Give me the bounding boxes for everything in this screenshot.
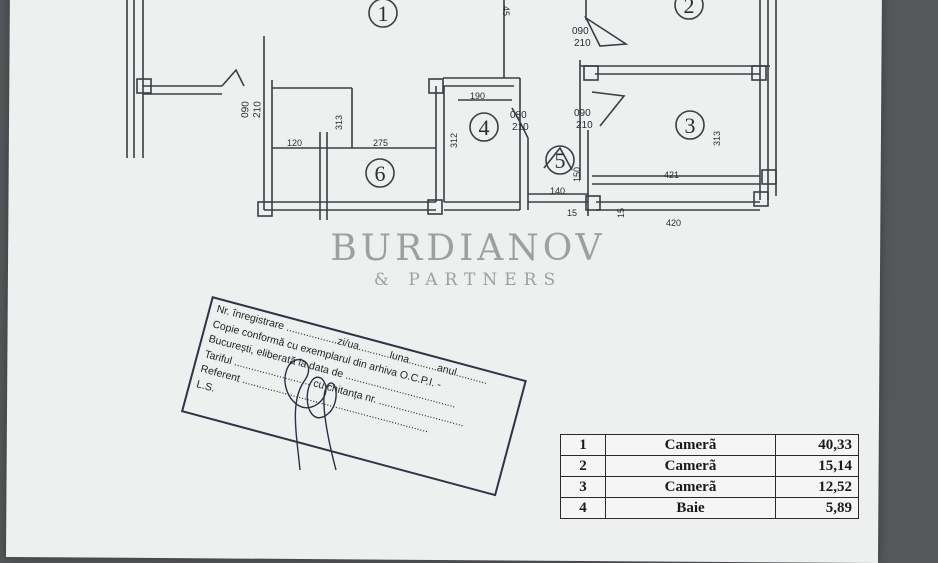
pillar: [136, 78, 152, 94]
dimension-label: 421: [664, 170, 679, 180]
table-row: 1 Camerã 40,33: [560, 434, 859, 456]
room-name-cell: Baie: [605, 497, 776, 519]
door-swing: [583, 15, 629, 47]
room-number: 1: [378, 1, 389, 26]
room-area-cell: 12,52: [775, 476, 859, 498]
dimension-label: 45: [501, 6, 511, 16]
pillar: [585, 195, 601, 211]
door-swing: [511, 107, 529, 139]
watermark-subtitle: & PARTNERS: [373, 270, 563, 290]
room-marker: [674, 0, 704, 20]
pillar: [751, 65, 767, 81]
dimension-label: 190: [470, 91, 485, 101]
room-area-cell: 15,14: [775, 455, 859, 477]
room-marker: [545, 145, 575, 175]
room-number: 5: [555, 148, 566, 173]
room-number: 4: [479, 115, 490, 140]
room-marker: [675, 110, 705, 140]
watermark-name: BURDIANOV: [330, 228, 606, 269]
room-number-cell: 4: [560, 497, 606, 519]
room-name-cell: Camerã: [605, 455, 776, 477]
door-width-label: 090: [574, 108, 591, 119]
dimension-label: 15: [616, 208, 626, 218]
pillar: [257, 201, 273, 217]
room-number: 6: [375, 161, 386, 186]
dimension-label: 312: [449, 133, 459, 148]
dimension-label: 313: [712, 131, 722, 146]
room-name-cell: Camerã: [605, 434, 776, 456]
table-row: 4 Baie 5,89: [560, 497, 859, 519]
pillar: [761, 169, 777, 185]
room-marker: [469, 112, 499, 142]
pillar: [427, 199, 443, 215]
dimension-label: 120: [287, 138, 302, 148]
door-height-label: 210: [574, 38, 591, 49]
room-marker: [365, 158, 395, 188]
dimension-label: 420: [666, 218, 681, 228]
room-number: 2: [684, 0, 695, 18]
room-area-cell: 5,89: [775, 497, 859, 519]
room-area-cell: 40,33: [775, 434, 859, 456]
dimension-label: 15: [567, 208, 577, 218]
dimension-label: 275: [373, 138, 388, 148]
table-row: 3 Camerã 12,52: [560, 476, 859, 498]
door-width-label: 080: [510, 110, 527, 121]
door-swing: [221, 68, 245, 87]
door-swing: [543, 146, 573, 171]
dimension-label: 150: [572, 167, 582, 182]
door-height-label: 210: [512, 122, 529, 133]
room-number: 3: [685, 113, 696, 138]
pillar: [753, 191, 769, 207]
door-width-label: 090: [240, 101, 252, 118]
door-height-label: 210: [252, 101, 264, 118]
floor-plan: 1 2 3 4 5 6 120 275 313 312 190 140 150 …: [126, 0, 777, 471]
table-row: 2 Camerã 15,14: [560, 455, 859, 477]
dimension-label: 140: [550, 186, 565, 196]
room-area-table: 1 Camerã 40,33 2 Camerã 15,14 3 Camerã 1…: [560, 434, 859, 519]
door-width-label: 090: [572, 26, 589, 37]
room-marker: [368, 0, 398, 28]
room-number-cell: 1: [560, 434, 606, 456]
room-number-cell: 3: [560, 476, 606, 498]
door-height-label: 210: [576, 120, 593, 131]
signature: [284, 358, 337, 471]
room-name-cell: Camerã: [605, 476, 776, 498]
dimension-label: 313: [334, 115, 344, 130]
pillar: [583, 65, 599, 81]
door-swing: [591, 91, 626, 127]
room-number-cell: 2: [560, 455, 606, 477]
